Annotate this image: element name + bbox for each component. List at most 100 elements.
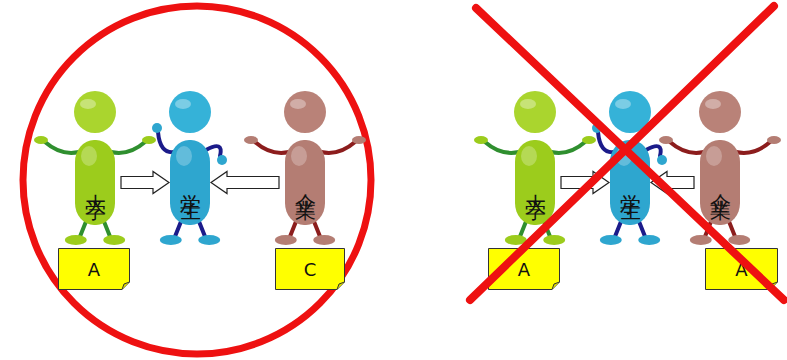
figure-foot [65,235,87,245]
person-figure: 学生 [610,140,650,225]
text-holder: A [488,248,560,290]
figure-label: 学生 [620,177,641,189]
figure-hand [217,155,227,165]
note-paper [276,249,345,290]
figure-label: 企業 [295,177,316,189]
figure-hand [659,136,673,144]
note-fold [552,282,560,290]
text-holder: 学生 [170,140,210,225]
wrong-cross [470,6,774,300]
figure-hand [474,136,488,144]
figure-body-shine [81,146,97,166]
figure-hand [657,155,667,165]
figure-hand [142,136,156,144]
figure-arm [598,132,614,152]
figure-hand [592,123,602,133]
wrong-cross [476,8,784,300]
figure-hand [244,136,258,144]
figure-label: 学生 [180,177,201,189]
figure-head [699,91,741,133]
figure-body [700,140,740,225]
figure-head [514,91,556,133]
figure-head-shine [615,99,631,109]
figure-body [170,140,210,225]
note-box: C [275,248,345,290]
text-holder: C [275,248,345,290]
figure-hand [767,136,781,144]
block-arrow [561,172,609,194]
text-holder: 大学 [75,140,115,225]
figure-label: 大学 [85,177,106,189]
figure-hand [582,136,596,144]
text-holder: A [705,248,778,290]
note-box: A [705,248,778,290]
figure-hand [352,136,366,144]
person-figure: 大学 [75,140,115,225]
figure-arm [158,132,174,152]
note-fold [122,282,130,290]
figure-arm [255,142,289,153]
correct-circle [23,6,371,354]
figure-foot [313,235,335,245]
figure-head [74,91,116,133]
figure-body-shine [291,146,307,166]
figure-head-shine [290,99,306,109]
person-figure: 企業 [285,140,325,225]
person-figure: 企業 [700,140,740,225]
figure-foot [543,235,565,245]
figure-body [75,140,115,225]
note-label: C [304,259,317,280]
figure-foot [160,235,182,245]
figure-head-shine [80,99,96,109]
figure-arm [485,142,519,153]
figure-hand [34,136,48,144]
figure-arm [321,142,355,153]
note-label: A [88,259,100,280]
note-label: A [735,259,747,280]
block-arrow [651,172,694,194]
figure-foot [275,235,297,245]
figure-body-shine [706,146,722,166]
figure-arm [111,142,145,153]
note-box: A [58,248,130,290]
figure-head-shine [175,99,191,109]
figure-foot [638,235,660,245]
note-paper [489,249,560,290]
note-fold [770,282,778,290]
figure-head [609,91,651,133]
figure-head [284,91,326,133]
note-paper [706,249,778,290]
figure-body-shine [616,146,632,166]
figure-arm [551,142,585,153]
figure-foot [728,235,750,245]
figure-head [169,91,211,133]
note-label: A [518,259,530,280]
figure-foot [600,235,622,245]
figure-body [610,140,650,225]
text-holder: 企業 [285,140,325,225]
block-arrow [211,172,279,194]
figure-foot [198,235,220,245]
figure-hand [152,123,162,133]
figure-label: 大学 [525,177,546,189]
figure-head-shine [705,99,721,109]
block-arrow [121,172,169,194]
figure-label: 企業 [710,177,731,189]
figure-arm [670,142,704,153]
figure-arm [736,142,770,153]
note-fold [337,282,345,290]
note-paper [59,249,130,290]
text-holder: A [58,248,130,290]
figure-foot [103,235,125,245]
figure-body [285,140,325,225]
figure-body-shine [176,146,192,166]
text-holder: 学生 [610,140,650,225]
figure-body-shine [521,146,537,166]
note-box: A [488,248,560,290]
figure-head-shine [520,99,536,109]
